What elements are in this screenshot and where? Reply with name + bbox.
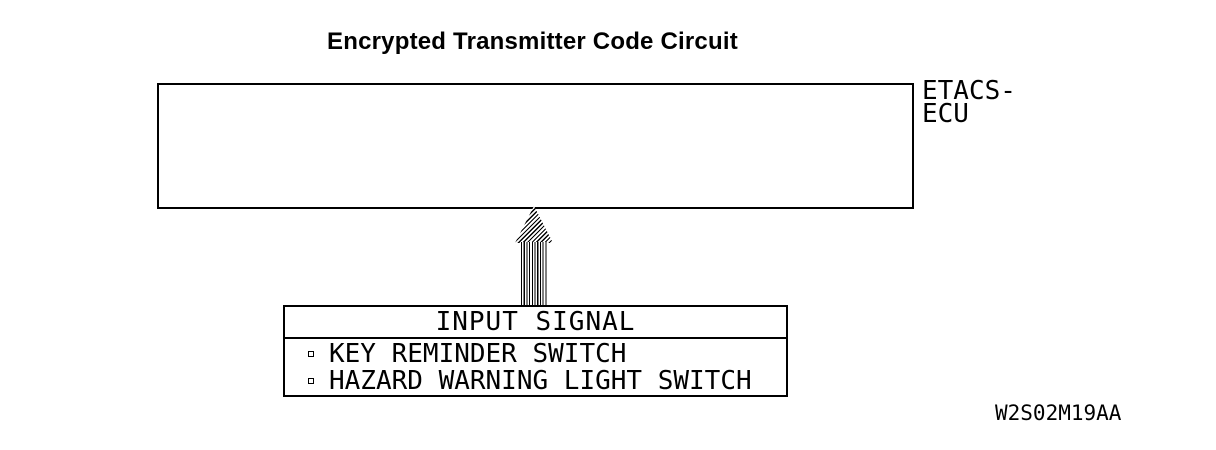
etacs-ecu-box bbox=[157, 83, 914, 209]
input-signal-box: INPUT SIGNAL KEY REMINDER SWITCH HAZARD … bbox=[283, 305, 788, 397]
etacs-ecu-label-line2: ECU bbox=[922, 99, 969, 129]
input-item-label: KEY REMINDER SWITCH bbox=[329, 338, 627, 369]
input-signal-header: INPUT SIGNAL bbox=[285, 307, 786, 339]
input-signal-item-list: KEY REMINDER SWITCH HAZARD WARNING LIGHT… bbox=[285, 338, 786, 396]
figure-code: W2S02M19AA bbox=[995, 401, 1122, 425]
hatched-up-arrow-icon bbox=[515, 206, 553, 306]
input-item-label: HAZARD WARNING LIGHT SWITCH bbox=[329, 365, 752, 396]
diagram-title: Encrypted Transmitter Code Circuit bbox=[327, 28, 738, 55]
arrow-shaft bbox=[521, 242, 548, 305]
arrow-head bbox=[515, 206, 553, 243]
etacs-ecu-label-line1: ETACS- bbox=[922, 76, 1016, 106]
list-item: KEY REMINDER SWITCH bbox=[308, 338, 786, 369]
square-bullet-icon bbox=[308, 350, 314, 357]
square-bullet-icon bbox=[308, 377, 314, 384]
list-item: HAZARD WARNING LIGHT SWITCH bbox=[308, 365, 786, 396]
etacs-ecu-label: ETACS- ECU bbox=[922, 76, 1016, 129]
